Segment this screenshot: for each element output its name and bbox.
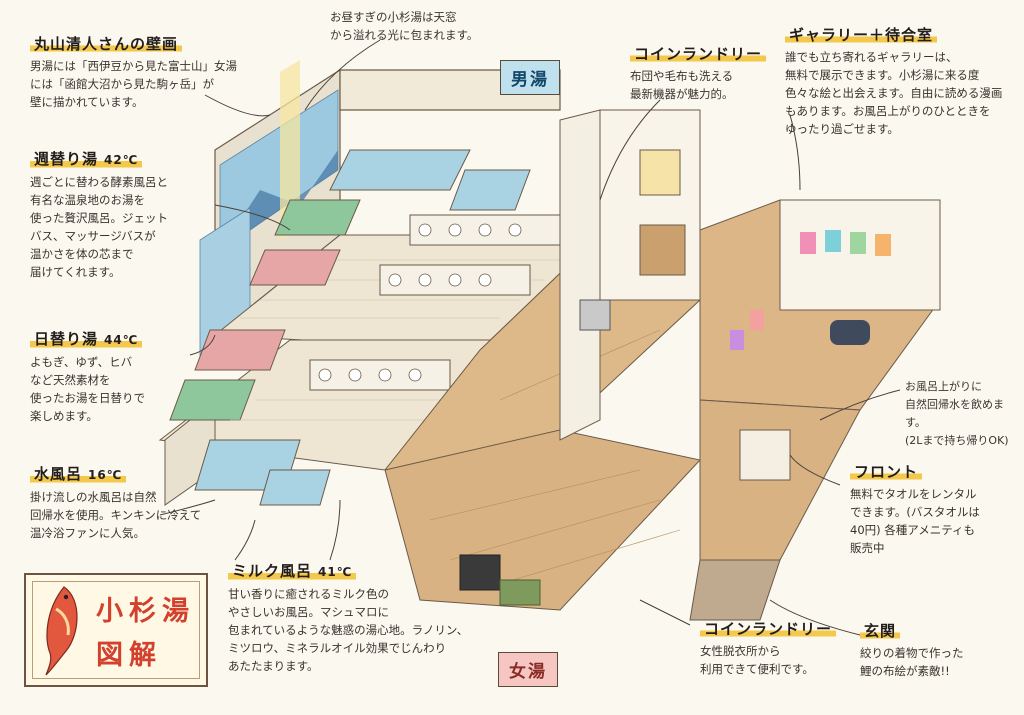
weekly-bath-temp: 42℃ bbox=[104, 153, 139, 167]
skylight-note: お昼すぎの小杉湯は天窓 から溢れる光に包まれます。 bbox=[330, 8, 478, 44]
title-box: 小杉湯 図解 bbox=[24, 573, 208, 687]
milk-bath-note: ミルク風呂 41℃ 甘い香りに癒されるミルク色の やさしいお風呂。マシュマロに 包… bbox=[228, 562, 468, 675]
entrance-body: 絞りの着物で作った 鯉の布絵が素敵!! bbox=[860, 646, 964, 678]
entrance-note: 玄関 絞りの着物で作った 鯉の布絵が素敵!! bbox=[860, 622, 964, 680]
milk-bath-body: 甘い香りに癒されるミルク色の やさしいお風呂。マシュマロに 包まれているような魅… bbox=[228, 587, 469, 673]
milk-bath-temp: 41℃ bbox=[318, 565, 353, 579]
laundry-women-body: 女性脱衣所から 利用できて便利です。 bbox=[700, 644, 814, 676]
title-line-2: 図解 bbox=[96, 640, 162, 671]
mural-body: 男湯には「西伊豆から見た富士山」女湯 には「函館大沼から見た駒ヶ岳」が 壁に描か… bbox=[30, 59, 237, 109]
water-body: お風呂上がりに 自然回帰水を飲めます。 (2Lまで持ち帰りOK) bbox=[905, 380, 1009, 447]
cold-bath-heading: 水風呂 16℃ bbox=[30, 465, 127, 484]
entrance-heading: 玄関 bbox=[860, 622, 901, 640]
women-bath-tag: 女湯 bbox=[498, 652, 558, 687]
gallery-heading: ギャラリー＋待合室 bbox=[785, 26, 938, 44]
koi-fish-icon bbox=[45, 586, 78, 676]
daily-bath-title: 日替り湯 bbox=[34, 330, 99, 348]
cold-bath-body: 掛け流しの水風呂は自然 回帰水を使用。キンキンに冷えて 温冷浴ファンに人気。 bbox=[30, 490, 202, 540]
weekly-bath-title: 週替り湯 bbox=[34, 150, 99, 168]
gallery-body: 誰でも立ち寄れるギャラリーは、 無料で展示できます。小杉湯に来る度 色々な絵と出… bbox=[785, 50, 1003, 136]
title-line-1: 小杉湯 bbox=[96, 596, 195, 627]
weekly-bath-note: 週替り湯 42℃ 週ごとに替わる酵素風呂と 有名な温泉地のお湯を 使った贅沢風呂。… bbox=[30, 150, 168, 281]
men-bath-tag: 男湯 bbox=[500, 60, 560, 95]
gallery-note: ギャラリー＋待合室 誰でも立ち寄れるギャラリーは、 無料で展示できます。小杉湯に… bbox=[785, 26, 1002, 138]
laundry-men-body: 布団や毛布も洗える 最新機器が魅力的。 bbox=[630, 69, 734, 101]
skylight-body: お昼すぎの小杉湯は天窓 から溢れる光に包まれます。 bbox=[330, 10, 479, 42]
front-desk-note: フロント 無料でタオルをレンタル できます。(バスタオルは 40円) 各種アメニ… bbox=[850, 463, 980, 557]
mural-note: 丸山清人さんの壁画 男湯には「西伊豆から見た富士山」女湯 には「函館大沼から見た… bbox=[30, 35, 237, 111]
daily-bath-temp: 44℃ bbox=[104, 333, 139, 347]
water-note: お風呂上がりに 自然回帰水を飲めます。 (2Lまで持ち帰りOK) bbox=[905, 378, 1024, 450]
laundry-women-heading: コインランドリー bbox=[700, 620, 837, 638]
mural-heading: 丸山清人さんの壁画 bbox=[30, 35, 183, 53]
milk-bath-heading: ミルク風呂 41℃ bbox=[228, 562, 357, 581]
front-desk-heading: フロント bbox=[850, 463, 923, 481]
weekly-bath-heading: 週替り湯 42℃ bbox=[30, 150, 143, 169]
daily-bath-body: よもぎ、ゆず、ヒバ など天然素材を 使ったお湯を日替りで 楽しめます。 bbox=[30, 355, 145, 423]
laundry-women-note: コインランドリー 女性脱衣所から 利用できて便利です。 bbox=[700, 620, 837, 678]
weekly-bath-body: 週ごとに替わる酵素風呂と 有名な温泉地のお湯を 使った贅沢風呂。ジェット バス、… bbox=[30, 175, 168, 279]
milk-bath-title: ミルク風呂 bbox=[232, 562, 313, 580]
front-desk-body: 無料でタオルをレンタル できます。(バスタオルは 40円) 各種アメニティも 販… bbox=[850, 487, 980, 555]
title-frame bbox=[32, 581, 200, 679]
cold-bath-title: 水風呂 bbox=[34, 465, 83, 483]
laundry-men-note: コインランドリー 布団や毛布も洗える 最新機器が魅力的。 bbox=[630, 45, 767, 103]
daily-bath-note: 日替り湯 44℃ よもぎ、ゆず、ヒバ など天然素材を 使ったお湯を日替りで 楽しめ… bbox=[30, 330, 145, 425]
daily-bath-heading: 日替り湯 44℃ bbox=[30, 330, 143, 349]
cold-bath-note: 水風呂 16℃ 掛け流しの水風呂は自然 回帰水を使用。キンキンに冷えて 温冷浴ファ… bbox=[30, 465, 201, 542]
cold-bath-temp: 16℃ bbox=[88, 468, 123, 482]
laundry-men-heading: コインランドリー bbox=[630, 45, 767, 63]
